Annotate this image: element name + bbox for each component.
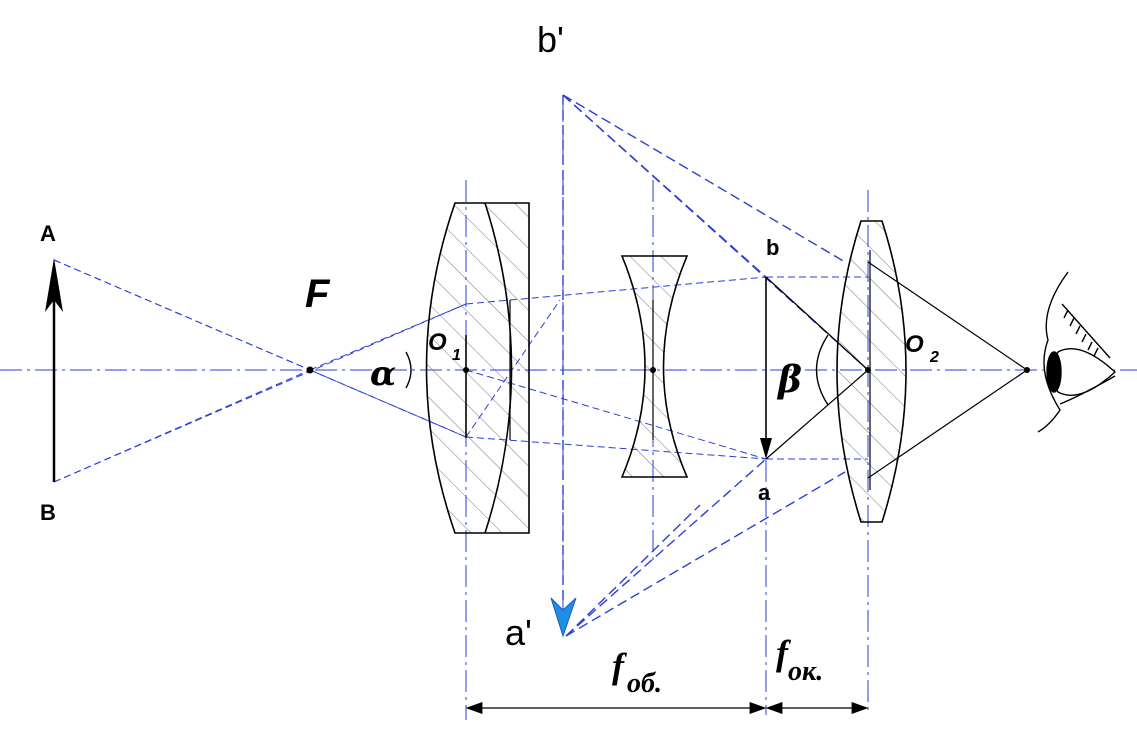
label-a: a: [758, 480, 771, 505]
label-O2: O: [905, 331, 924, 358]
virtual-rays: [562, 94, 869, 637]
label-O2-sub: 2: [929, 349, 939, 366]
objective-center-point: [463, 367, 469, 373]
label-O1-sub: 1: [452, 347, 461, 364]
label-beta: β: [776, 359, 802, 401]
label-F: F: [305, 272, 331, 316]
eyepiece-lens: [836, 220, 907, 523]
objective-lens: [425, 202, 530, 534]
label-alpha: α: [370, 354, 396, 394]
eye-rays: [765, 261, 1028, 479]
label-f-eyepiece-sub: ок.: [788, 656, 823, 687]
image-arrowhead: [760, 438, 772, 459]
label-a-prime: a': [505, 612, 532, 653]
alpha-arc: [405, 351, 412, 389]
label-b: b: [766, 235, 779, 260]
beta-arc: [815, 334, 829, 406]
eye-point: [1024, 367, 1030, 373]
concave-center-point: [650, 367, 656, 373]
label-A: A: [40, 221, 56, 246]
label-f-eyepiece: f: [776, 633, 791, 673]
focus-point: [306, 366, 314, 374]
virtual-image-arrowhead: [550, 597, 577, 638]
label-f-objective-sub: об.: [627, 668, 662, 699]
label-b-prime: b': [537, 19, 564, 60]
label-B: B: [40, 500, 56, 525]
eyepiece-center-point: [865, 367, 871, 373]
object-arrowhead: [45, 258, 63, 312]
label-O1: O: [428, 329, 447, 356]
eye-icon: [1037, 271, 1117, 433]
label-f-objective: f: [612, 646, 627, 686]
